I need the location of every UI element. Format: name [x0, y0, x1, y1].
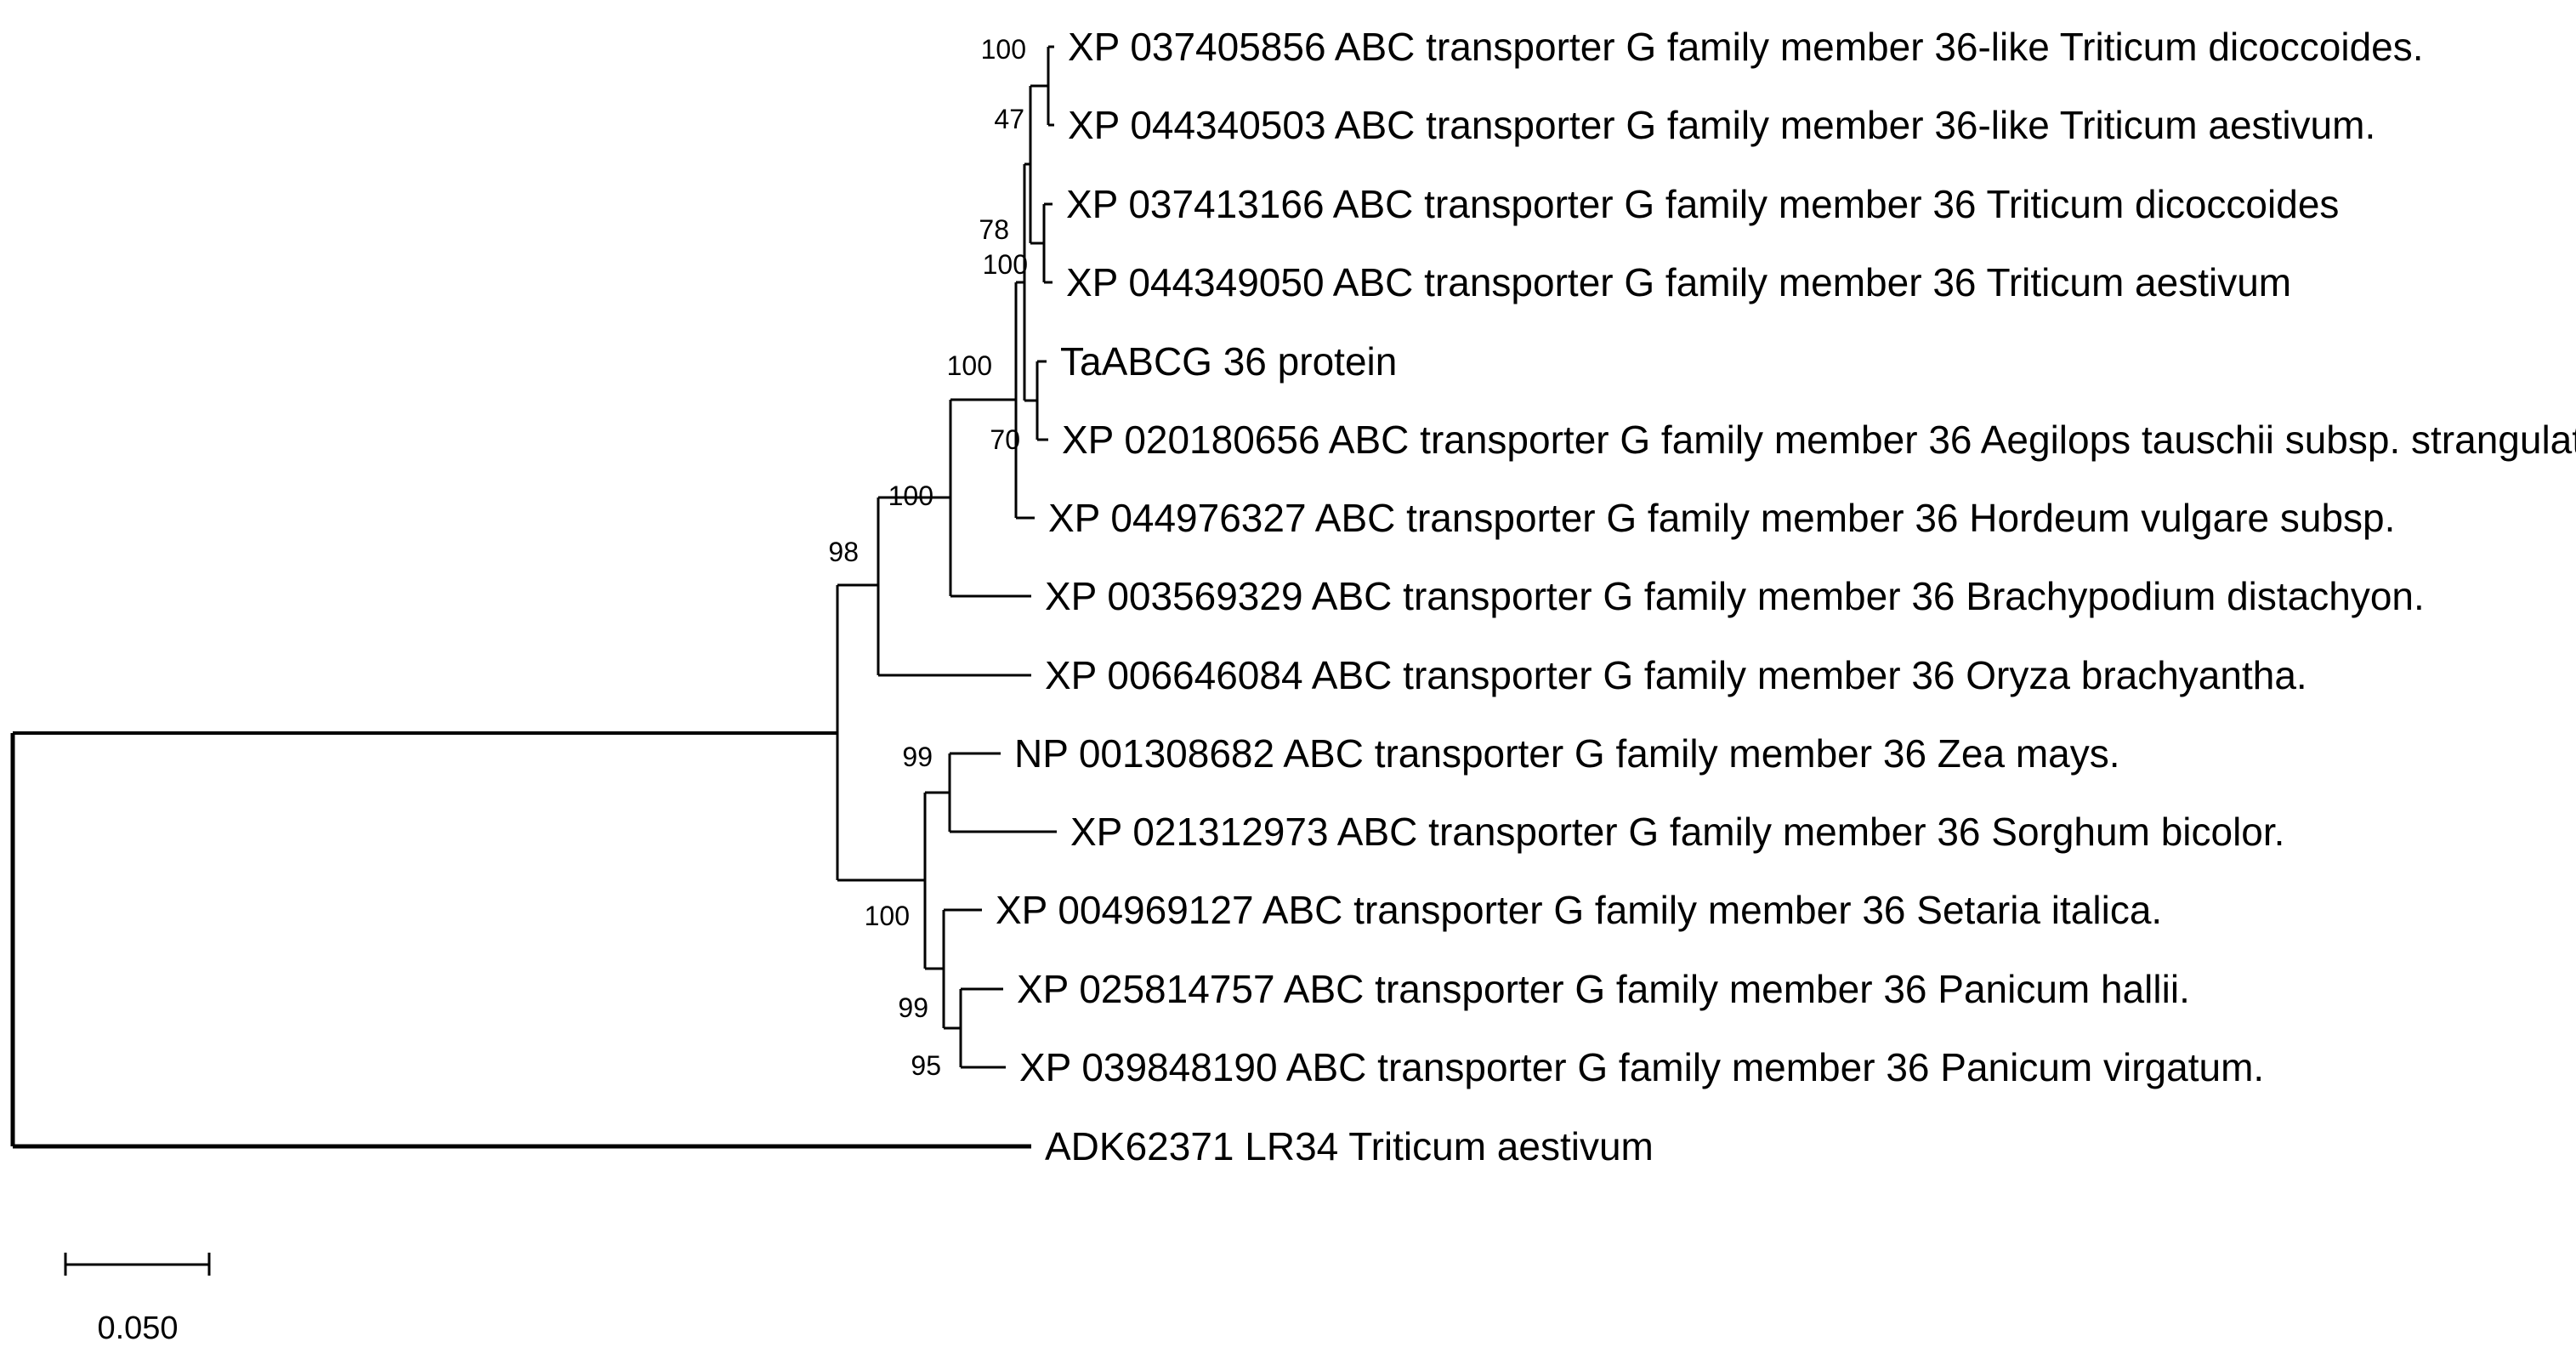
taxon-label: XP 004969127 ABC transporter G family me… [996, 888, 2162, 932]
scale-bar-label: 0.050 [97, 1310, 178, 1346]
taxon-label: TaABCG 36 protein [1060, 339, 1397, 384]
taxon-label: XP 044976327 ABC transporter G family me… [1048, 496, 2395, 540]
bootstrap-value: 47 [994, 104, 1024, 134]
bootstrap-value: 100 [981, 34, 1026, 65]
taxon-label: NP 001308682 ABC transporter G family me… [1014, 731, 2120, 776]
bootstrap-value: 100 [888, 480, 933, 511]
bootstrap-value: 98 [828, 537, 859, 567]
taxon-label: ADK62371 LR34 Triticum aestivum [1045, 1124, 1654, 1168]
bootstrap-value: 99 [898, 992, 928, 1023]
taxon-label: XP 044340503 ABC transporter G family me… [1068, 103, 2375, 147]
taxon-label: XP 025814757 ABC transporter G family me… [1017, 967, 2190, 1011]
bootstrap-value: 100 [983, 249, 1028, 280]
bootstrap-value: 99 [902, 742, 933, 772]
bootstrap-value: 95 [911, 1050, 941, 1081]
taxon-label: XP 044349050 ABC transporter G family me… [1066, 260, 2291, 304]
taxon-label: XP 006646084 ABC transporter G family me… [1045, 653, 2307, 697]
bootstrap-value: 100 [865, 901, 910, 931]
bootstrap-value: 100 [947, 350, 992, 381]
taxon-label: XP 003569329 ABC transporter G family me… [1045, 574, 2425, 618]
taxon-label: XP 037413166 ABC transporter G family me… [1066, 182, 2339, 226]
taxon-label: XP 037405856 ABC transporter G family me… [1068, 25, 2424, 69]
taxon-label: XP 021312973 ABC transporter G family me… [1070, 810, 2284, 854]
taxon-label: XP 039848190 ABC transporter G family me… [1019, 1045, 2264, 1089]
taxon-label: XP 020180656 ABC transporter G family me… [1062, 418, 2576, 462]
bootstrap-value: 78 [979, 214, 1009, 245]
